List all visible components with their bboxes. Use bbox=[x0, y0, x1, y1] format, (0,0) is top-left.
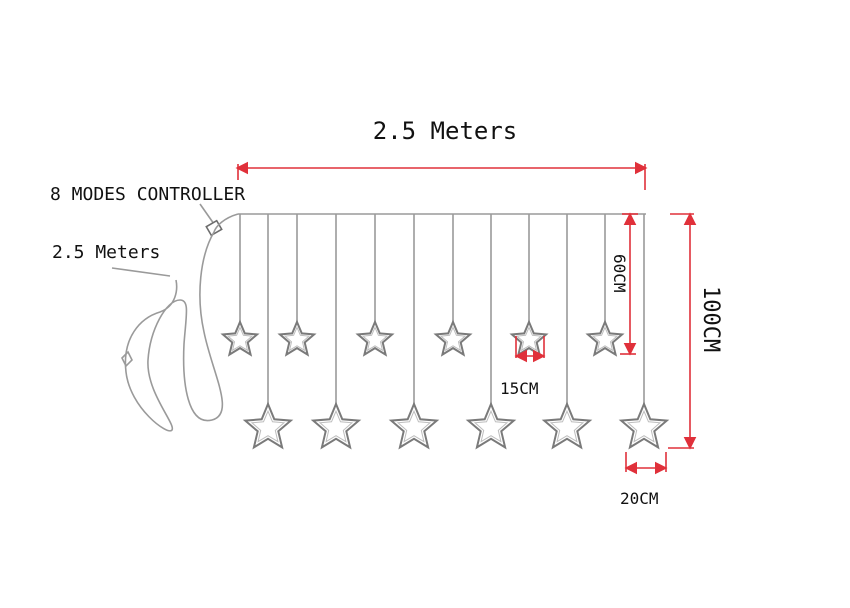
star-icon-large bbox=[310, 401, 362, 450]
star-icon-small bbox=[433, 319, 473, 357]
lead-leader-line bbox=[111, 267, 171, 277]
drop-long-dimension bbox=[668, 212, 697, 450]
controller-label: 8 MODES CONTROLLER bbox=[50, 184, 245, 205]
star-icon-large bbox=[465, 401, 517, 450]
width-dimension-line bbox=[235, 161, 648, 190]
plug-icon bbox=[121, 350, 133, 368]
star-icon-large bbox=[242, 401, 294, 450]
star-icon-large bbox=[388, 401, 440, 450]
star-icon-large bbox=[618, 401, 670, 450]
star-small-dimension bbox=[514, 336, 546, 363]
strand-group bbox=[239, 214, 645, 406]
star-icon-large bbox=[541, 401, 593, 450]
star-icon-small bbox=[220, 319, 260, 357]
star-icon-small bbox=[277, 319, 317, 357]
star-small-label: 15CM bbox=[500, 379, 539, 398]
star-icon-small bbox=[509, 319, 549, 357]
drop-long-label: 100CM bbox=[698, 286, 723, 352]
star-large-label: 20CM bbox=[620, 489, 659, 508]
star-group bbox=[220, 319, 670, 450]
star-large-dimension bbox=[624, 452, 668, 475]
drop-short-label: 60CM bbox=[610, 254, 629, 293]
star-icon-small bbox=[355, 319, 395, 357]
star-icon-small bbox=[585, 319, 625, 357]
width-label: 2.5 Meters bbox=[373, 117, 518, 145]
lead-cable bbox=[124, 213, 239, 432]
drop-short-dimension bbox=[620, 212, 638, 356]
lead-wire-label: 2.5 Meters bbox=[52, 242, 160, 263]
controller-leader-line bbox=[199, 203, 215, 225]
